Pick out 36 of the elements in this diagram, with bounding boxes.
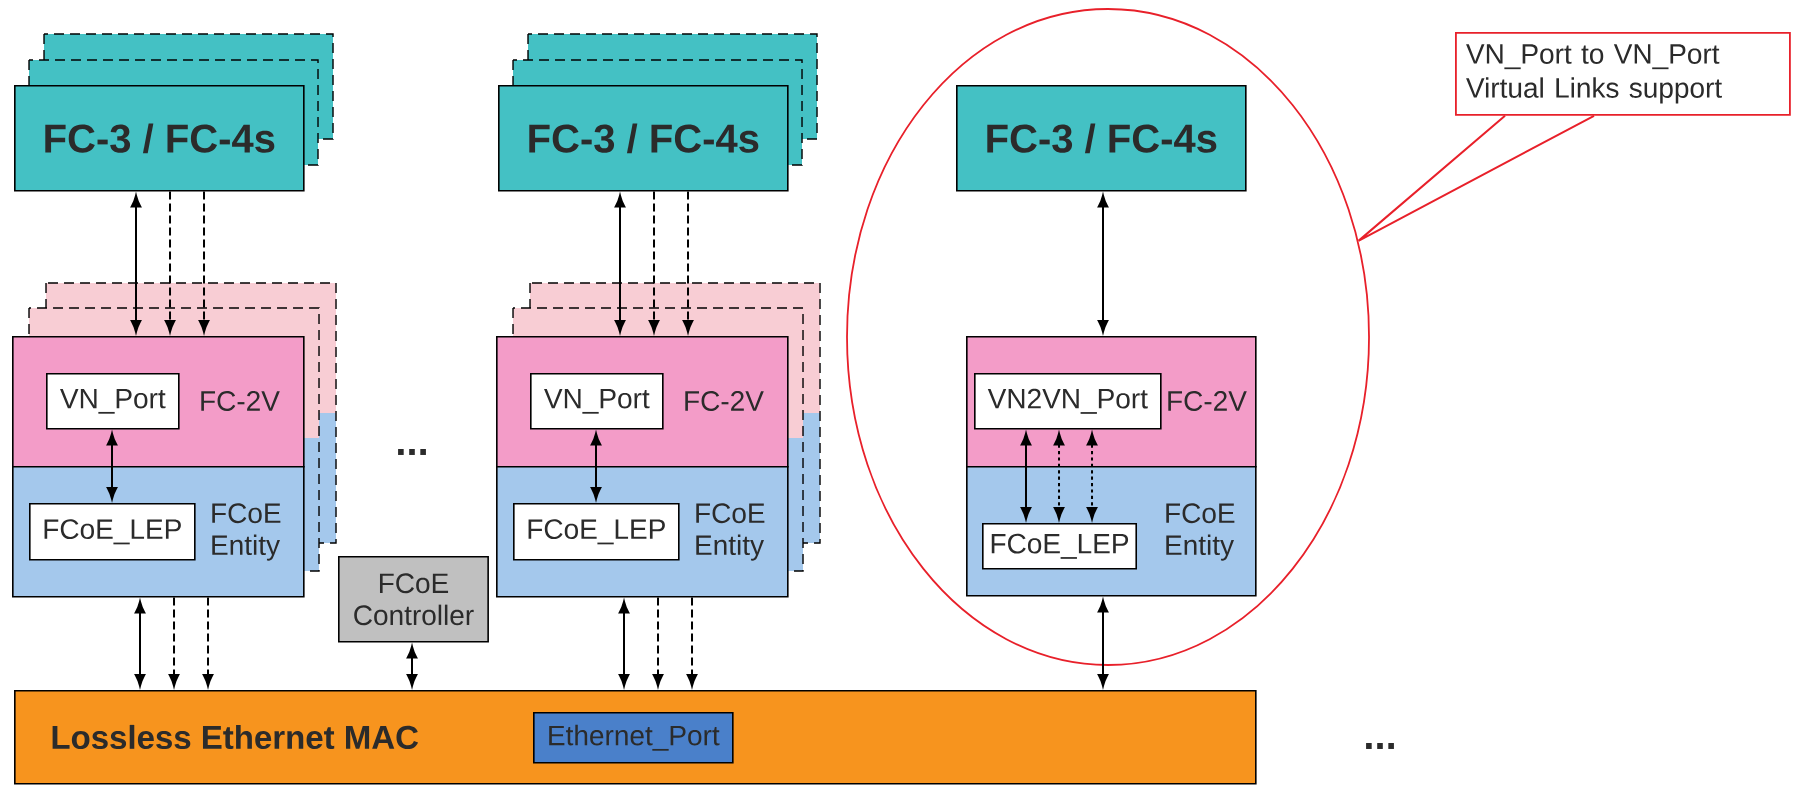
arrow xyxy=(164,190,176,333)
layer-box: FC-3 / FC-4s xyxy=(956,85,1247,192)
arrow xyxy=(1097,599,1109,687)
arrow xyxy=(1086,432,1098,520)
port-box: FCoE_LEP xyxy=(982,523,1137,570)
arrow xyxy=(1053,432,1065,520)
arrow xyxy=(652,596,664,687)
ellipsis-text: ... xyxy=(398,449,426,455)
arrow xyxy=(406,645,418,687)
callout-tail xyxy=(1357,114,1595,242)
arrow xyxy=(686,596,698,687)
port-box: VN2VN_Port xyxy=(974,373,1162,430)
arrow xyxy=(1020,432,1032,520)
layer-box: FC-3 / FC-4s xyxy=(498,85,789,192)
highlight-ellipse xyxy=(846,8,1370,666)
port-box: FCoE_LEP xyxy=(513,503,680,561)
callout-box: VN_Port to VN_Port Virtual Links support xyxy=(1455,32,1791,116)
arrow xyxy=(134,600,146,687)
arrow xyxy=(618,600,630,687)
arrow xyxy=(168,596,180,687)
port-box: Ethernet_Port xyxy=(533,712,734,764)
arrow xyxy=(202,596,214,687)
arrow xyxy=(1097,194,1109,333)
controller-box: FCoE Controller xyxy=(338,556,489,643)
arrow xyxy=(130,194,142,333)
arrow xyxy=(198,190,210,333)
port-box: FCoE_LEP xyxy=(29,503,196,561)
port-box: VN_Port xyxy=(530,373,664,430)
arrow xyxy=(682,190,694,333)
layer-box: FC-3 / FC-4s xyxy=(14,85,305,192)
ellipsis-text: ... xyxy=(1366,743,1394,749)
arrow xyxy=(590,432,602,500)
arrow xyxy=(106,432,118,500)
arrow xyxy=(648,190,660,333)
port-box: VN_Port xyxy=(46,373,180,430)
arrow xyxy=(614,194,626,333)
